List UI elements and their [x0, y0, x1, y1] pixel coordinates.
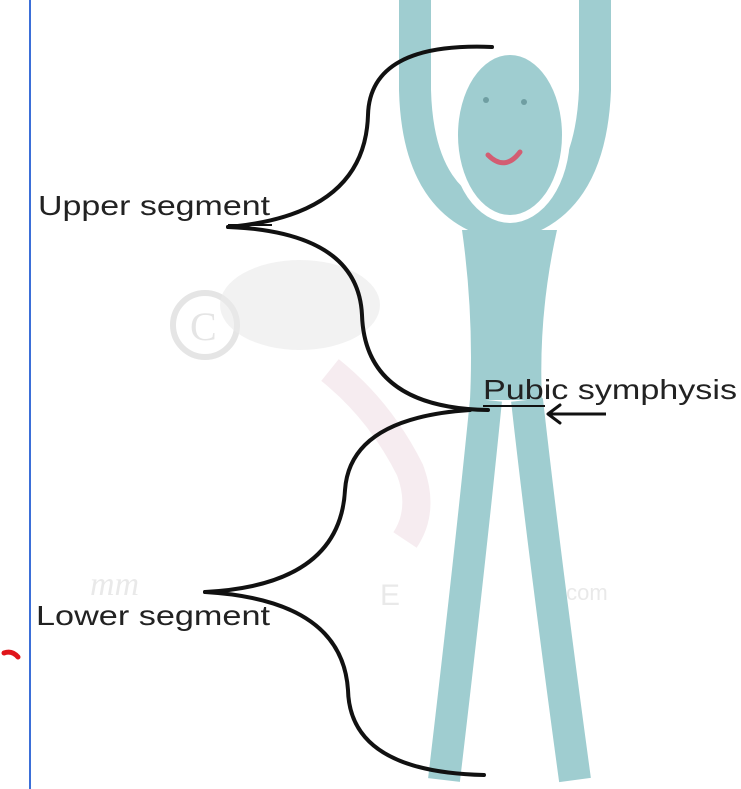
svg-text:mm: mm [90, 566, 139, 603]
figure-eye-right [521, 99, 527, 105]
figure-leg-left [444, 400, 486, 780]
figure-head [458, 55, 562, 215]
svg-text:C: C [190, 304, 217, 349]
lower-segment-label: Lower segment [36, 600, 270, 631]
upper-segment-label: Upper segment [38, 190, 270, 221]
pubic-symphysis-label: Pubic symphysis [483, 374, 737, 405]
svg-text:E: E [380, 579, 400, 612]
figure-eye-left [483, 97, 489, 103]
arrow-left-icon [548, 405, 606, 423]
margin-red-mark [4, 652, 18, 657]
